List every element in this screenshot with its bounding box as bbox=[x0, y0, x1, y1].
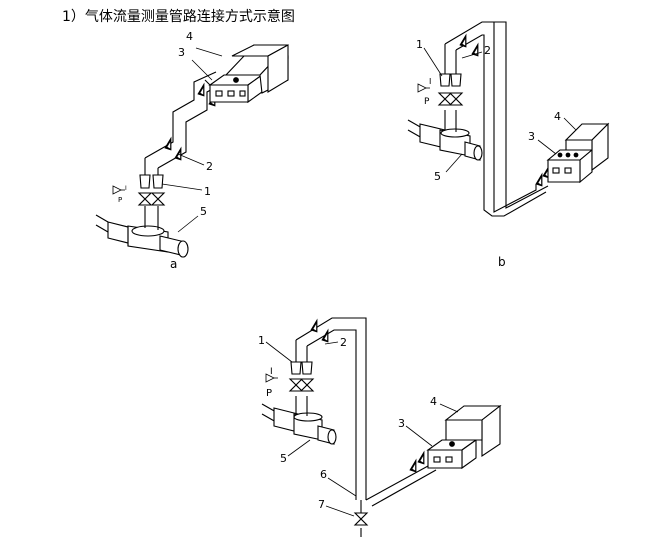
diagram-c-flag-1 bbox=[310, 319, 318, 333]
diagram-b-label-1: 1 bbox=[416, 38, 423, 51]
diagram-b-impulse-lines bbox=[444, 21, 549, 217]
diagram-b-pipe bbox=[407, 119, 483, 161]
diagram-c-label-5: 5 bbox=[280, 452, 287, 465]
diagram-c-label-6: 6 bbox=[320, 468, 327, 481]
diagram-a-labels: 4 3 2 1 5 a bbox=[161, 30, 223, 271]
diagram-a-condenser-left bbox=[139, 174, 151, 189]
diagram-a-label-1: 1 bbox=[204, 185, 211, 198]
diagram-c-transmitter bbox=[426, 438, 478, 470]
diagram-a-transmitter bbox=[204, 73, 264, 104]
diagram-b-flag-3 bbox=[535, 173, 543, 187]
diagram-c-condenser-left bbox=[290, 361, 302, 375]
diagram-c-label-4: 4 bbox=[430, 395, 437, 408]
diagram-a-condenser-right bbox=[152, 174, 164, 189]
diagram-a: P I 4 3 2 1 5 a bbox=[95, 30, 289, 271]
diagram-b-label-p: P bbox=[424, 97, 430, 107]
diagram-a-flag-1 bbox=[164, 137, 172, 151]
diagram-a-label-5: 5 bbox=[200, 205, 207, 218]
diagram-b-label-2: 2 bbox=[484, 44, 491, 57]
diagram-c-drain-valve bbox=[354, 512, 368, 526]
diagram-a-caption: a bbox=[170, 257, 177, 271]
diagram-c: P I 1 2 4 3 5 6 7 bbox=[258, 317, 502, 537]
diagram-c-label-1: 1 bbox=[258, 334, 265, 347]
diagram-c-pipe bbox=[261, 403, 337, 445]
diagram-c-secondary-box bbox=[444, 404, 502, 458]
diagram-b-label-4: 4 bbox=[554, 110, 561, 123]
diagram-b-caption: b bbox=[498, 255, 506, 269]
diagram-a-pipe bbox=[95, 214, 189, 258]
diagram-c-signal-p: P I bbox=[265, 367, 279, 399]
diagram-a-secondary-box bbox=[224, 44, 289, 94]
diagram-c-valve-left bbox=[289, 378, 303, 392]
diagram-c-label-i: I bbox=[270, 367, 273, 377]
diagram-c-valve-right bbox=[300, 378, 314, 392]
diagram-c-labels: 1 2 4 3 5 6 7 bbox=[258, 334, 459, 517]
diagram-b-flag-1 bbox=[459, 34, 467, 48]
diagram-b-label-i: I bbox=[429, 77, 431, 86]
diagram-b: P I 1 2 4 3 5 b bbox=[407, 21, 610, 269]
diagram-b-labels: 1 2 4 3 5 b bbox=[416, 38, 577, 269]
diagram-c-label-7: 7 bbox=[318, 498, 325, 511]
diagram-b-secondary-box bbox=[564, 122, 610, 172]
diagram-c-condenser-right bbox=[301, 361, 313, 375]
diagram-b-valve-right bbox=[449, 92, 463, 106]
diagram-c-flag-3 bbox=[417, 451, 425, 465]
diagram-a-label-i: I bbox=[125, 185, 127, 192]
diagram-title: 1）气体流量测量管路连接方式示意图 bbox=[62, 9, 295, 25]
diagram-c-flag-4 bbox=[409, 459, 417, 473]
diagram-b-label-5: 5 bbox=[434, 170, 441, 183]
diagram-b-transmitter bbox=[546, 148, 594, 184]
diagram-b-signal-p: P I bbox=[417, 77, 431, 107]
diagram-c-label-2: 2 bbox=[340, 336, 347, 349]
diagram-c-label-p: P bbox=[266, 388, 272, 399]
diagram-a-label-3: 3 bbox=[178, 46, 185, 59]
diagram-b-valve-left bbox=[438, 92, 452, 106]
diagram-b-condenser-right bbox=[450, 73, 462, 87]
diagram-b-label-3: 3 bbox=[528, 130, 535, 143]
diagram-a-valve-right bbox=[151, 192, 165, 206]
diagram-a-flag-3 bbox=[197, 83, 205, 97]
diagram-a-valve-left bbox=[138, 192, 152, 206]
diagram-c-label-3: 3 bbox=[398, 417, 405, 430]
diagram-b-condenser-left bbox=[439, 73, 451, 87]
diagram-a-label-2: 2 bbox=[206, 160, 213, 173]
diagram-a-signal-p: P I bbox=[112, 185, 127, 204]
diagram-a-label-p: P bbox=[118, 196, 122, 204]
diagram-a-label-4: 4 bbox=[186, 30, 193, 43]
